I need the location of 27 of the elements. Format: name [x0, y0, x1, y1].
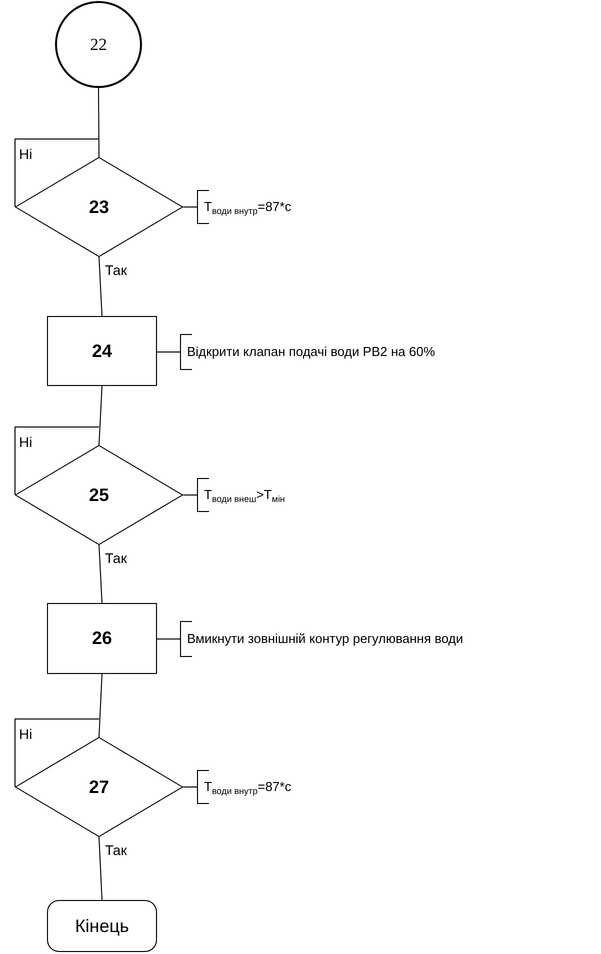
comment-annotation: T$_{води внутр}$=87*с: [197, 190, 357, 224]
process-box: 26: [47, 603, 157, 674]
connector-line: [182, 786, 198, 788]
edge-label: Так: [105, 551, 127, 565]
process-box: 24: [47, 316, 157, 386]
connector-line: [14, 426, 100, 496]
comment-annotation: Вмикнути зовнішній контур регулювання води: [180, 621, 598, 657]
connector-line: [182, 206, 198, 208]
edge-label: Ні: [19, 435, 32, 449]
connector-line: [98, 386, 102, 446]
connector-line: [156, 638, 180, 640]
connector-line: [14, 138, 100, 208]
comment-annotation: T$_{води внеш}$>T$_{мін}$: [197, 478, 357, 512]
connector-line: [98, 674, 102, 738]
edge-label: Ні: [19, 727, 32, 741]
edge-label: Ні: [19, 147, 32, 161]
connector-line: [14, 718, 100, 788]
connector-line: [98, 836, 102, 900]
connector-line: [182, 494, 198, 496]
edge-label: Так: [105, 263, 127, 277]
connector-line: [98, 88, 100, 158]
edge-label: Так: [105, 843, 127, 857]
comment-annotation: Відкрити клапан подачі води РВ2 на 60%: [180, 334, 520, 370]
connector-line: [98, 544, 102, 604]
comment-annotation: T$_{води внутр}$=87*с: [197, 770, 357, 804]
connector-line: [98, 256, 102, 316]
terminal-box: Кінець: [47, 900, 157, 952]
